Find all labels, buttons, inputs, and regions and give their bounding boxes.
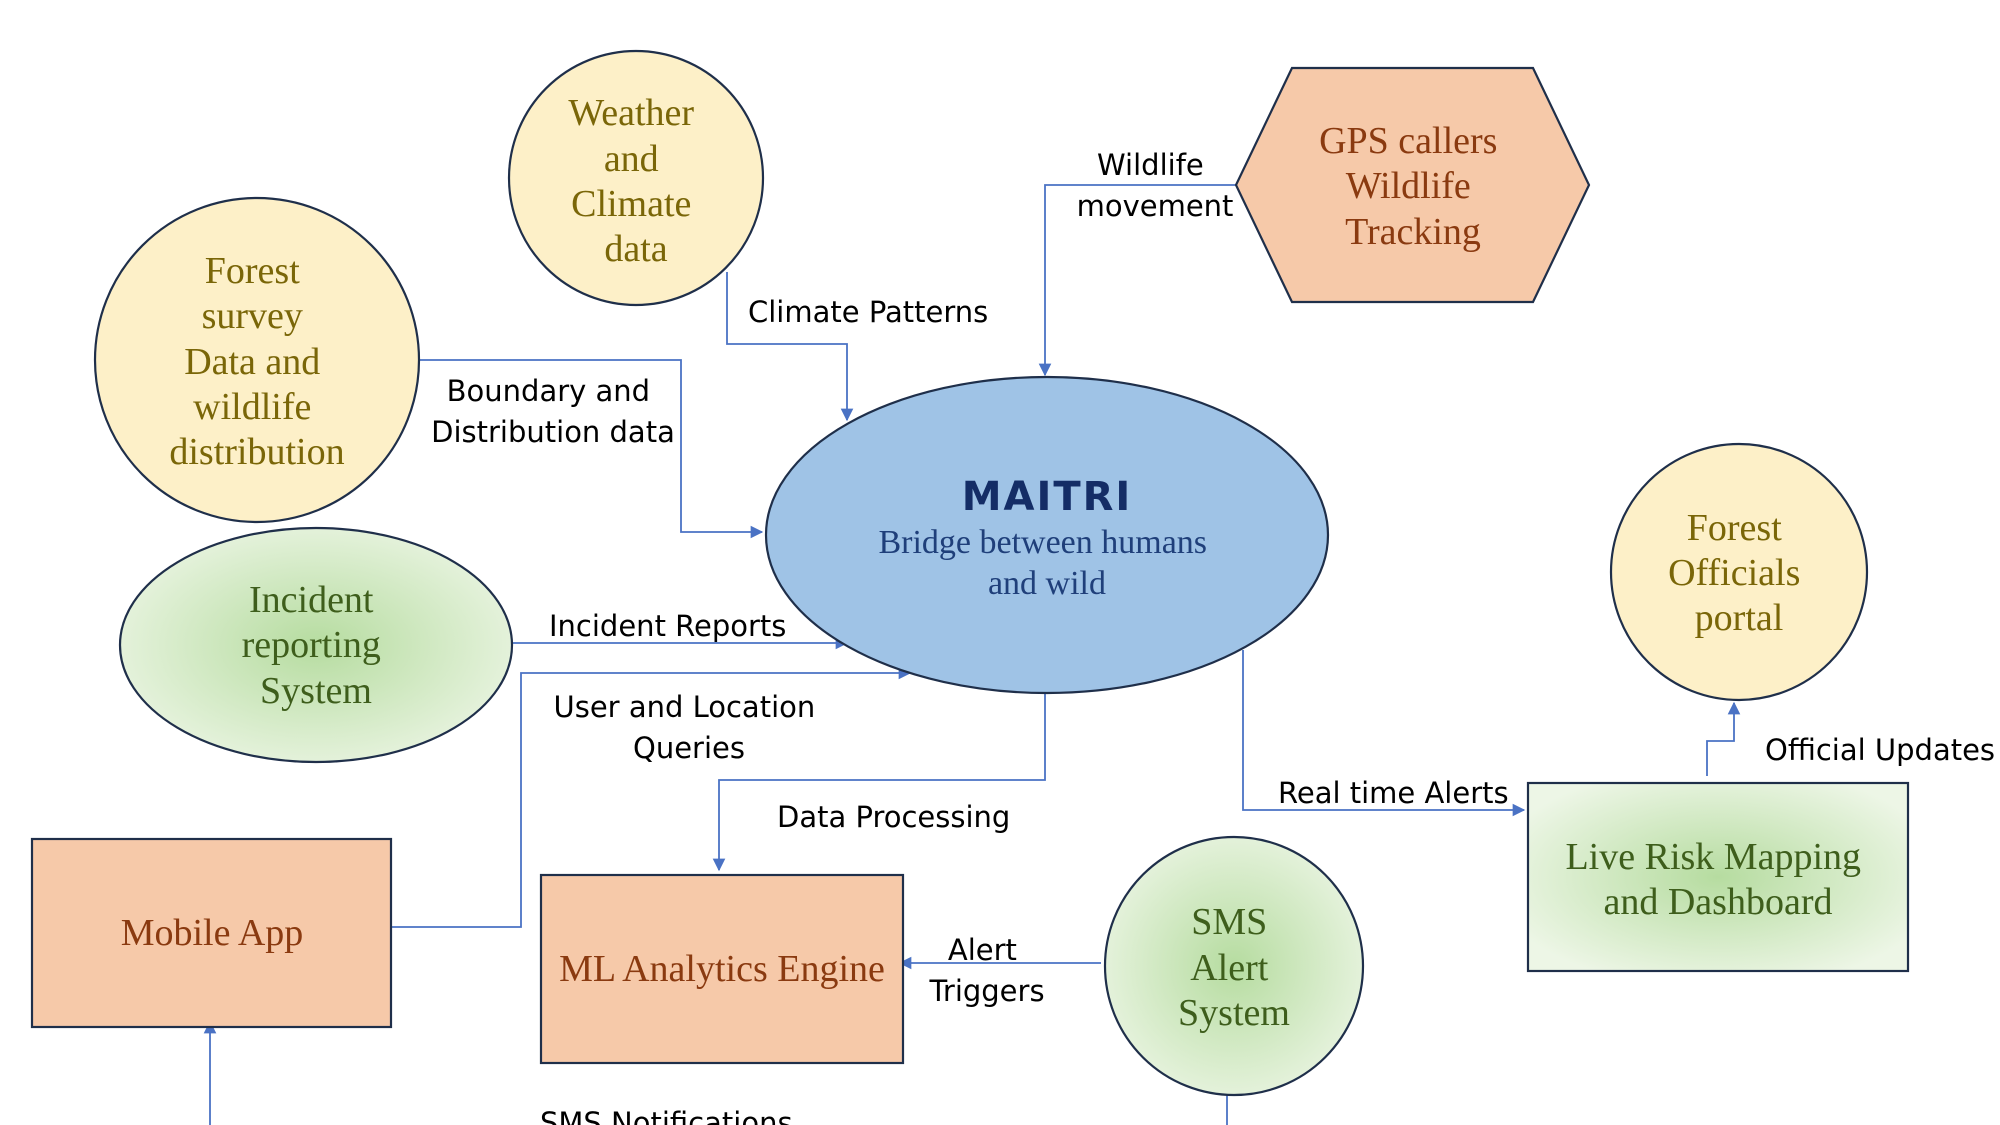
forest-officials-node: Forest Officials portal bbox=[1609, 442, 1869, 702]
connector-user-queries bbox=[391, 666, 912, 928]
label-boundary-data: Boundary and Distribution data bbox=[431, 374, 675, 449]
incident-system-ellipse bbox=[118, 526, 514, 764]
sms-alert-circle bbox=[1103, 835, 1365, 1097]
connector-data-processing bbox=[712, 690, 1046, 872]
connector-wildlife-movement bbox=[1038, 184, 1240, 377]
label-data-processing: Data Processing bbox=[777, 800, 1010, 834]
connector-real-time-alerts bbox=[1242, 650, 1526, 817]
gps-tracking-label: GPS callers Wildlife Tracking bbox=[1319, 120, 1507, 253]
connector-climate-patterns bbox=[726, 272, 854, 422]
label-alert-triggers: Alert Triggers bbox=[928, 933, 1044, 1008]
mobile-app-box bbox=[30, 837, 393, 1029]
maitri-ellipse bbox=[764, 375, 1330, 695]
ml-engine-label: ML Analytics Engine bbox=[559, 948, 885, 990]
maitri-node: MAITRI Bridge between humans and wild bbox=[764, 375, 1330, 695]
ml-engine-box bbox=[539, 873, 905, 1065]
incident-system-node: Incident reporting System bbox=[118, 526, 514, 764]
mobile-app-label: Mobile App bbox=[121, 912, 304, 954]
label-sms-notifications: SMS Notifications bbox=[540, 1106, 793, 1125]
maitri-logo: MAITRI bbox=[962, 474, 1133, 520]
sms-alert-node: SMS Alert System bbox=[1103, 835, 1365, 1097]
label-official-updates: Official Updates bbox=[1765, 733, 1995, 767]
risk-dashboard-box bbox=[1526, 781, 1910, 973]
weather-climate-circle bbox=[507, 49, 765, 307]
risk-dashboard-label: Live Risk Mapping and Dashboard bbox=[1565, 836, 1870, 923]
weather-climate-node: Weather and Climate data bbox=[507, 49, 765, 307]
label-climate-patterns: Climate Patterns bbox=[748, 295, 988, 329]
gps-tracking-hexagon bbox=[1234, 66, 1591, 304]
sms-alert-label: SMS Alert System bbox=[1178, 901, 1290, 1034]
label-incident-reports: Incident Reports bbox=[549, 609, 786, 643]
label-wildlife-movement: Wildlife movement bbox=[1077, 148, 1234, 223]
forest-survey-circle bbox=[93, 196, 421, 524]
weather-climate-label: Weather and Climate data bbox=[568, 92, 703, 270]
connector-official-updates bbox=[1706, 701, 1741, 776]
incident-system-label: Incident reporting System bbox=[242, 579, 391, 712]
risk-dashboard-node: Live Risk Mapping and Dashboard bbox=[1526, 781, 1910, 973]
label-user-queries: User and Location Queries bbox=[554, 690, 825, 765]
forest-survey-node: Forest survey Data and wildlife distribu… bbox=[93, 196, 421, 524]
connector-sms-notifications bbox=[203, 1020, 1228, 1125]
mobile-app-node: Mobile App bbox=[30, 837, 393, 1029]
forest-officials-label: Forest Officials portal bbox=[1668, 507, 1810, 639]
connector-boundary-data bbox=[418, 359, 764, 539]
forest-survey-label: Forest survey Data and wildlife distribu… bbox=[169, 250, 344, 473]
label-real-time-alerts: Real time Alerts bbox=[1278, 776, 1509, 810]
gps-tracking-node: GPS callers Wildlife Tracking bbox=[1234, 66, 1591, 304]
connectors bbox=[203, 184, 1741, 1125]
maitri-tagline: Bridge between humans and wild bbox=[878, 524, 1215, 602]
ml-engine-node: ML Analytics Engine bbox=[539, 873, 905, 1065]
forest-officials-circle bbox=[1609, 442, 1869, 702]
